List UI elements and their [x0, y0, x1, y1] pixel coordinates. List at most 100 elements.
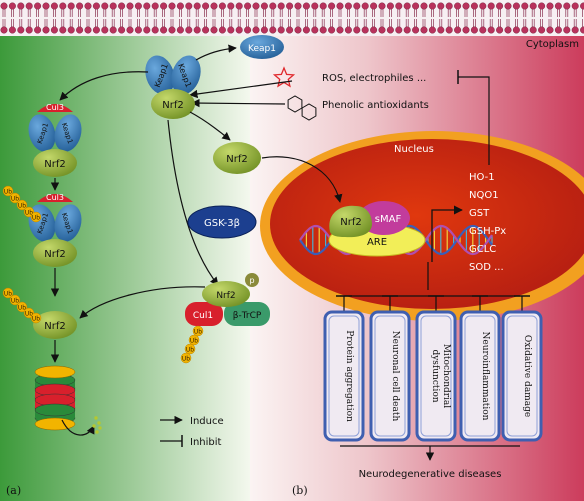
phenol-ring-icon: [287, 95, 303, 113]
ubiquitin-icon: [16, 301, 28, 313]
free-nrf2-label: Nrf2: [226, 154, 247, 165]
ubiquitin-icon: [192, 325, 204, 337]
nrf2-on-are: [329, 205, 372, 238]
gene-gst: GST: [469, 208, 490, 219]
keap1-subunit: [54, 114, 82, 152]
ubiquitin-label: Ub: [25, 209, 33, 216]
keap1-subunit: [171, 55, 201, 95]
ubiquitin-icon: [16, 199, 28, 211]
nrf2-label: Nrf2: [44, 249, 65, 260]
complex-to-cul3-arrow: [59, 71, 149, 101]
cell-membrane: [0, 0, 584, 36]
ubiquitin-label: Ub: [11, 195, 19, 202]
cul3-label: Cul3: [46, 193, 64, 202]
disease-label: Mitochondrialdysfunction: [430, 344, 451, 408]
are-complex: ARE sMAF Nrf2: [328, 201, 426, 257]
cul1-label: Cul1: [193, 311, 213, 321]
gene-ho1: HO-1: [469, 172, 495, 183]
disease-label: Neuroinflammation: [480, 332, 490, 421]
ubiquitin-label: Ub: [186, 346, 194, 353]
ubiquitin-label: Ub: [190, 337, 198, 344]
free-nrf2: Nrf2: [213, 142, 261, 174]
gene-gclc: GCLC: [469, 244, 496, 255]
ubiquitin-icon: [30, 211, 42, 223]
gsk3b-label: GSK-3β: [204, 218, 240, 229]
nrf2-label: Nrf2: [44, 321, 65, 332]
ubiquitin-icon: [9, 294, 21, 306]
ubiquitin-label: Ub: [32, 214, 40, 221]
cul1-protein: [185, 302, 223, 326]
cul3-label: Cul3: [46, 103, 64, 112]
legend-inhibit-label: Inhibit: [190, 437, 222, 448]
ubiquitin-label: Ub: [182, 355, 190, 362]
ubiquitin-label: Ub: [4, 188, 12, 195]
proteasome-icon: [34, 365, 76, 431]
ubiquitin-label: Ub: [4, 290, 12, 297]
transcription-arrow: [431, 205, 463, 262]
ubiquitin-icon: [9, 192, 21, 204]
keap1-subunit: [28, 114, 56, 152]
degradation-product-arrow: [61, 419, 95, 436]
smaf-label: sMAF: [375, 214, 402, 225]
nrf2-on-are-label: Nrf2: [340, 217, 361, 228]
ubiquitin-label: Ub: [32, 315, 40, 322]
gene-sod: SOD ...: [469, 262, 504, 273]
cul3-protein: [37, 104, 73, 112]
ubiquitin-label: Ub: [18, 202, 26, 209]
ubiquitinated-nrf2: Nrf2: [33, 311, 77, 339]
legend-induce-label: Induce: [190, 416, 224, 427]
btrcp-to-degradation-arrow: [79, 286, 206, 319]
ubiquitin-icon: [2, 287, 14, 299]
outcome-label: Neurodegenerative diseases: [359, 469, 502, 480]
phenolic-antioxidants: Phenolic antioxidants: [287, 95, 429, 121]
complex-to-gsk3b-path-arrow: [167, 119, 219, 286]
are-label: ARE: [367, 237, 387, 248]
ros-label: ROS, electrophiles ...: [322, 73, 426, 84]
btrcp-label: β-TrCP: [233, 311, 262, 321]
disease-box: Protein aggregation: [323, 295, 365, 442]
legend: Induce Inhibit: [160, 415, 224, 448]
cul3-protein: [37, 194, 73, 202]
disease-box: Oxidative damage: [501, 295, 543, 442]
disease-box: Mitochondrialdysfunction: [415, 295, 457, 442]
nrf2-label: Nrf2: [216, 291, 235, 301]
ros-to-complex-arrow: [189, 80, 293, 99]
disease-box: Neuroinflammation: [459, 295, 501, 442]
disease-label: Neuronal cell death: [390, 331, 400, 422]
ubiquitin-label: Ub: [11, 297, 19, 304]
nucleus-interior: [270, 139, 584, 309]
phospho-marker: [245, 273, 259, 287]
gsk3b-kinase: [187, 205, 257, 239]
nucleus: Nucleus: [260, 131, 584, 321]
nrf2-label: Nrf2: [162, 100, 183, 111]
panel-a-label: (a): [6, 484, 21, 497]
disease-boxes: Protein aggregation Neuronal cell death Mi…: [323, 295, 543, 442]
keap1-release-arrow: [195, 44, 237, 61]
ubiquitin-icon: [30, 312, 42, 324]
nucleus-label: Nucleus: [394, 144, 434, 155]
gene-nqo1: NQO1: [469, 190, 499, 201]
phenol-ring-icon: [301, 103, 317, 121]
phenolic-label: Phenolic antioxidants: [322, 100, 429, 111]
phospho-label: p: [249, 276, 254, 285]
cul3-keap1-nrf2-complex: Cul3 Keap1 Keap1 Nrf2: [28, 103, 82, 177]
ubiquitin-icon: [2, 185, 14, 197]
free-nrf2-protein: [213, 142, 261, 174]
disease-label: Protein aggregation: [344, 330, 354, 422]
nrf2-nuclear-translocation-arrow: [261, 156, 343, 203]
gene-inhibits-ros-line: [458, 76, 490, 165]
gene-gshpx: GSH-Px: [469, 226, 506, 237]
disease-label: Oxidative damage: [522, 335, 532, 417]
cytoplasm-label: Cytoplasm: [526, 39, 579, 50]
nrf2-release-arrow: [189, 111, 231, 141]
free-keap1: [240, 35, 284, 59]
nrf2-protein: [33, 311, 77, 339]
ubiquitin-label: Ub: [194, 328, 202, 335]
nrf2-protein: [151, 89, 195, 119]
keap1-nrf2-complex: Keap1 Keap1 Nrf2: [145, 55, 201, 119]
ubiquitin-label: Ub: [25, 310, 33, 317]
